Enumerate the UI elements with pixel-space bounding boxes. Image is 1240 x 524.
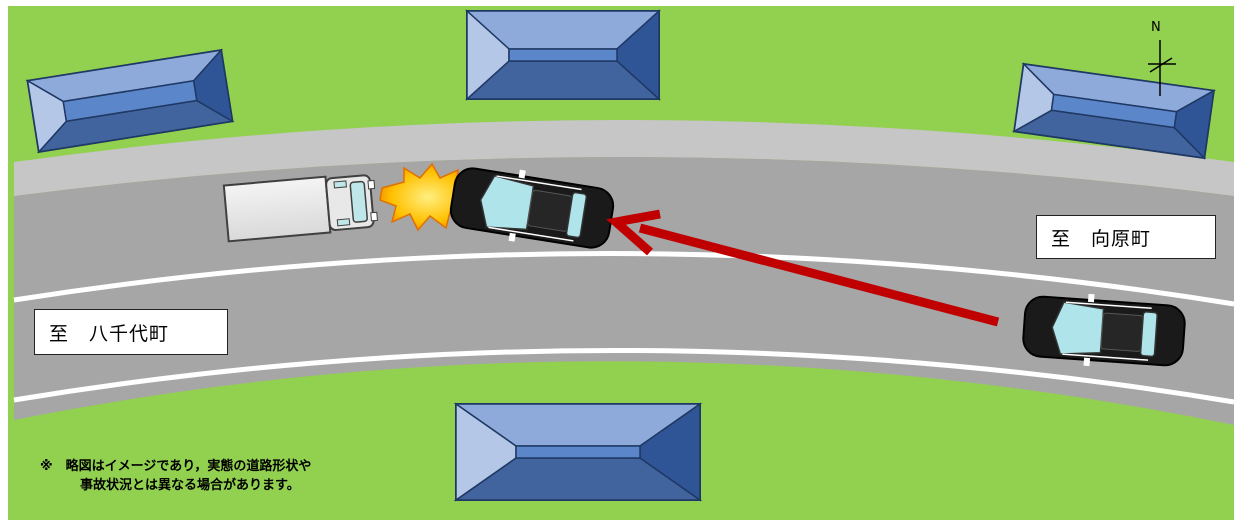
disclaimer-note: ※ 略図はイメージであり，実態の道路形状や 事故状況とは異なる場合があります。 xyxy=(40,457,311,495)
road-shoulder xyxy=(14,120,1234,196)
car-approaching xyxy=(1022,293,1186,367)
destination-label-left: 至 八千代町 xyxy=(34,309,228,355)
building-top-right xyxy=(1011,62,1217,160)
center-lane-line xyxy=(13,251,1235,307)
building-top-center xyxy=(465,9,661,101)
destination-label-right: 至 向原町 xyxy=(1036,215,1216,259)
building-bottom-center xyxy=(453,402,703,502)
north-letter: N xyxy=(1151,20,1161,35)
disclaimer-line-1: ※ 略図はイメージであり，実態の道路形状や xyxy=(40,459,312,474)
edge-lane-line xyxy=(13,348,1235,405)
truck xyxy=(222,174,378,243)
car-collided xyxy=(449,167,615,249)
disclaimer-line-2: 事故状況とは異なる場合があります。 xyxy=(80,478,300,493)
building-top-left xyxy=(25,48,235,154)
truck-cargo-box xyxy=(222,175,332,243)
trajectory-arrow-icon xyxy=(606,209,1000,327)
north-arrow-icon xyxy=(1148,40,1176,96)
